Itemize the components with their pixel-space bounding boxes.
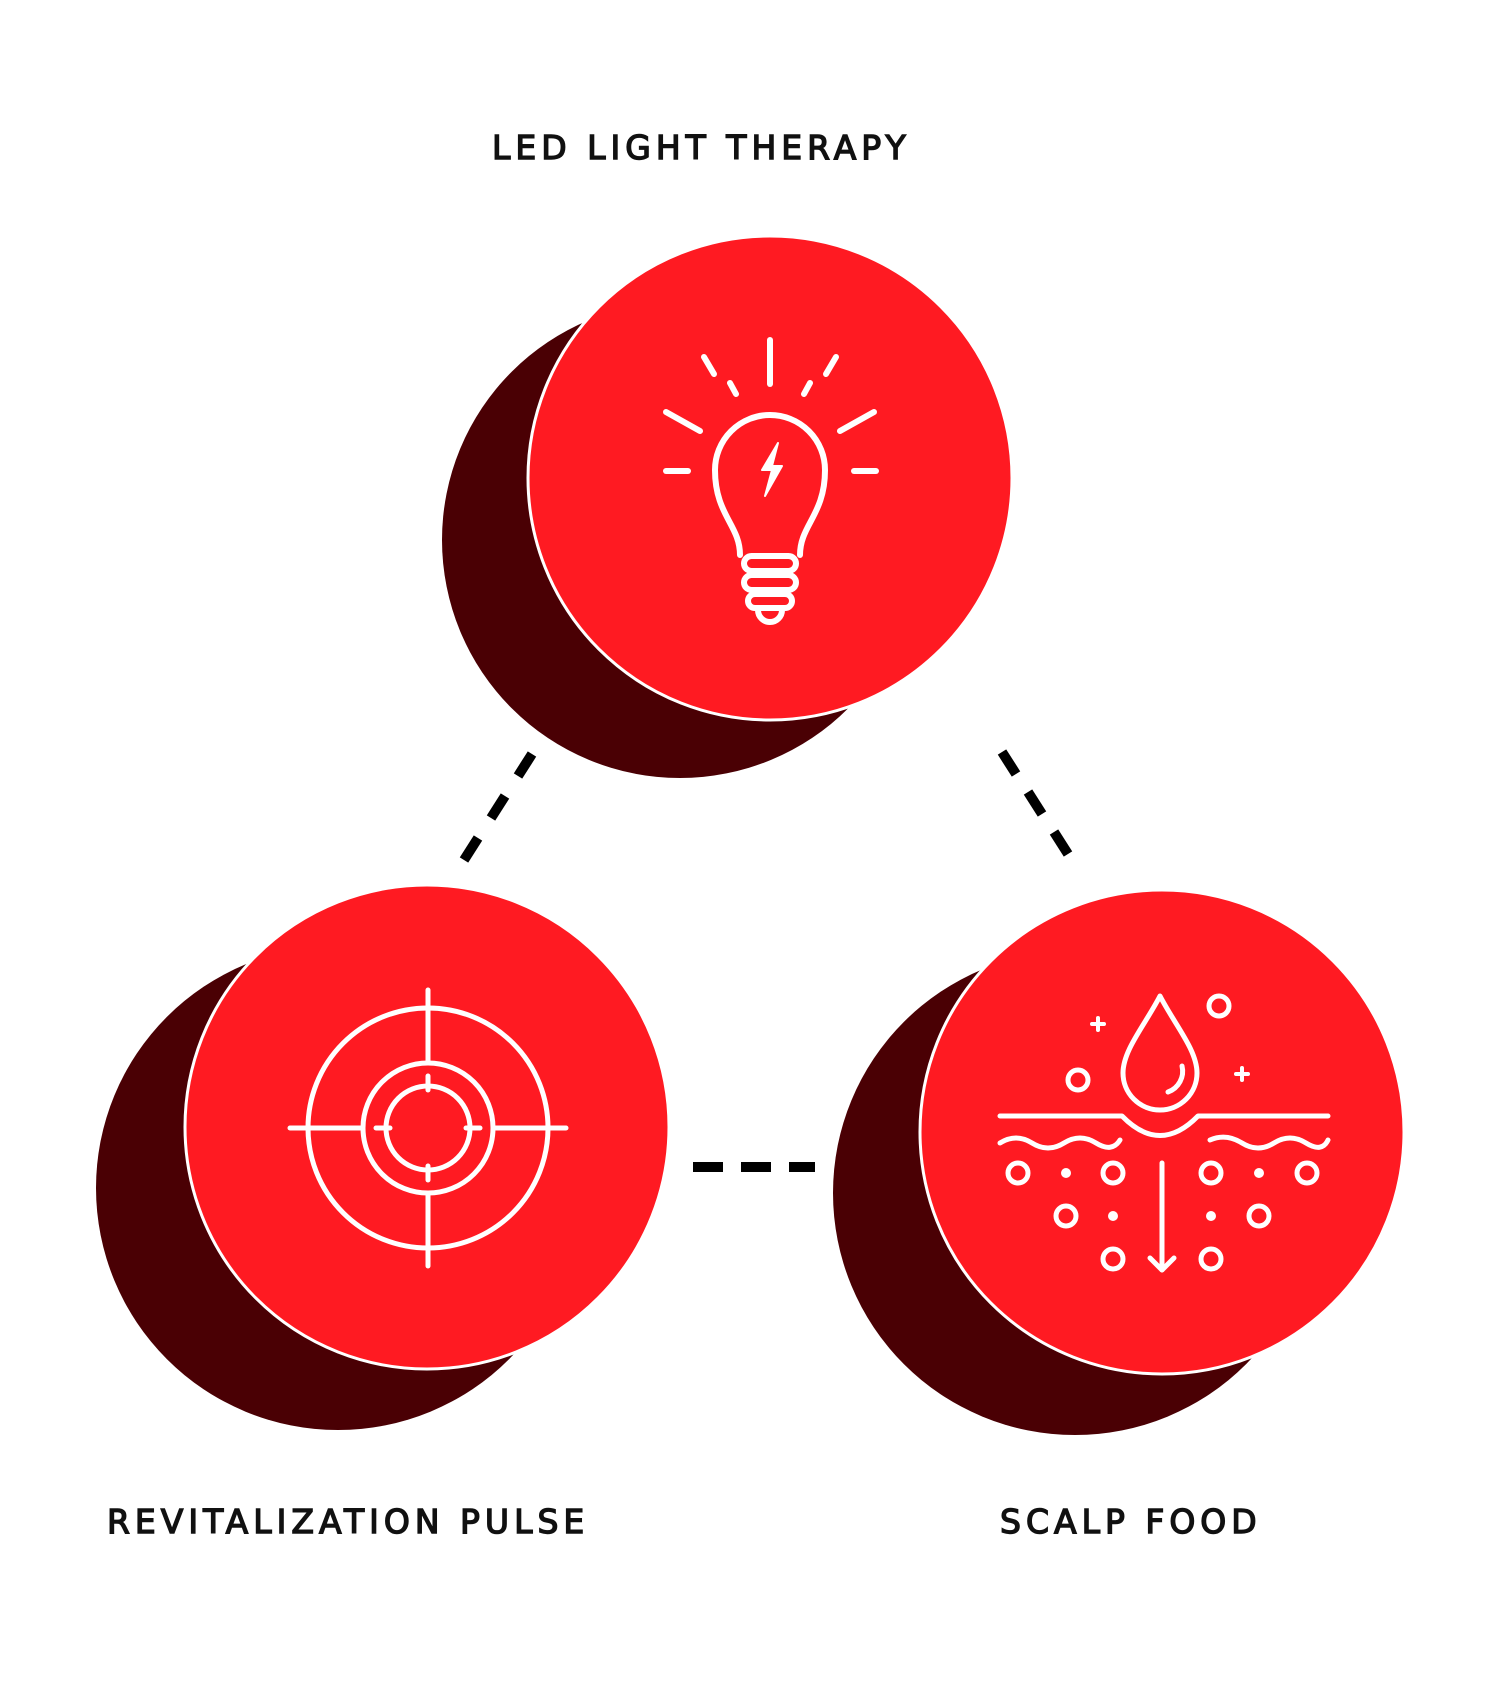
label-scalp-food: SCALP FOOD bbox=[999, 1502, 1262, 1541]
label-revitalization-pulse: REVITALIZATION PULSE bbox=[106, 1502, 590, 1541]
scalp-absorption-icon bbox=[997, 993, 1331, 1273]
node-scalp-food bbox=[833, 888, 1406, 1435]
node-circle bbox=[183, 883, 671, 1371]
connector-top-right bbox=[997, 749, 1073, 857]
node-circle bbox=[918, 888, 1406, 1376]
node-led-light-therapy bbox=[442, 234, 1014, 778]
node-revitalization-pulse bbox=[96, 883, 671, 1430]
target-icon bbox=[287, 987, 569, 1269]
connector-top-left bbox=[459, 751, 537, 863]
lightbulb-icon bbox=[663, 337, 879, 625]
label-led-light-therapy: LED LIGHT THERAPY bbox=[491, 128, 911, 167]
